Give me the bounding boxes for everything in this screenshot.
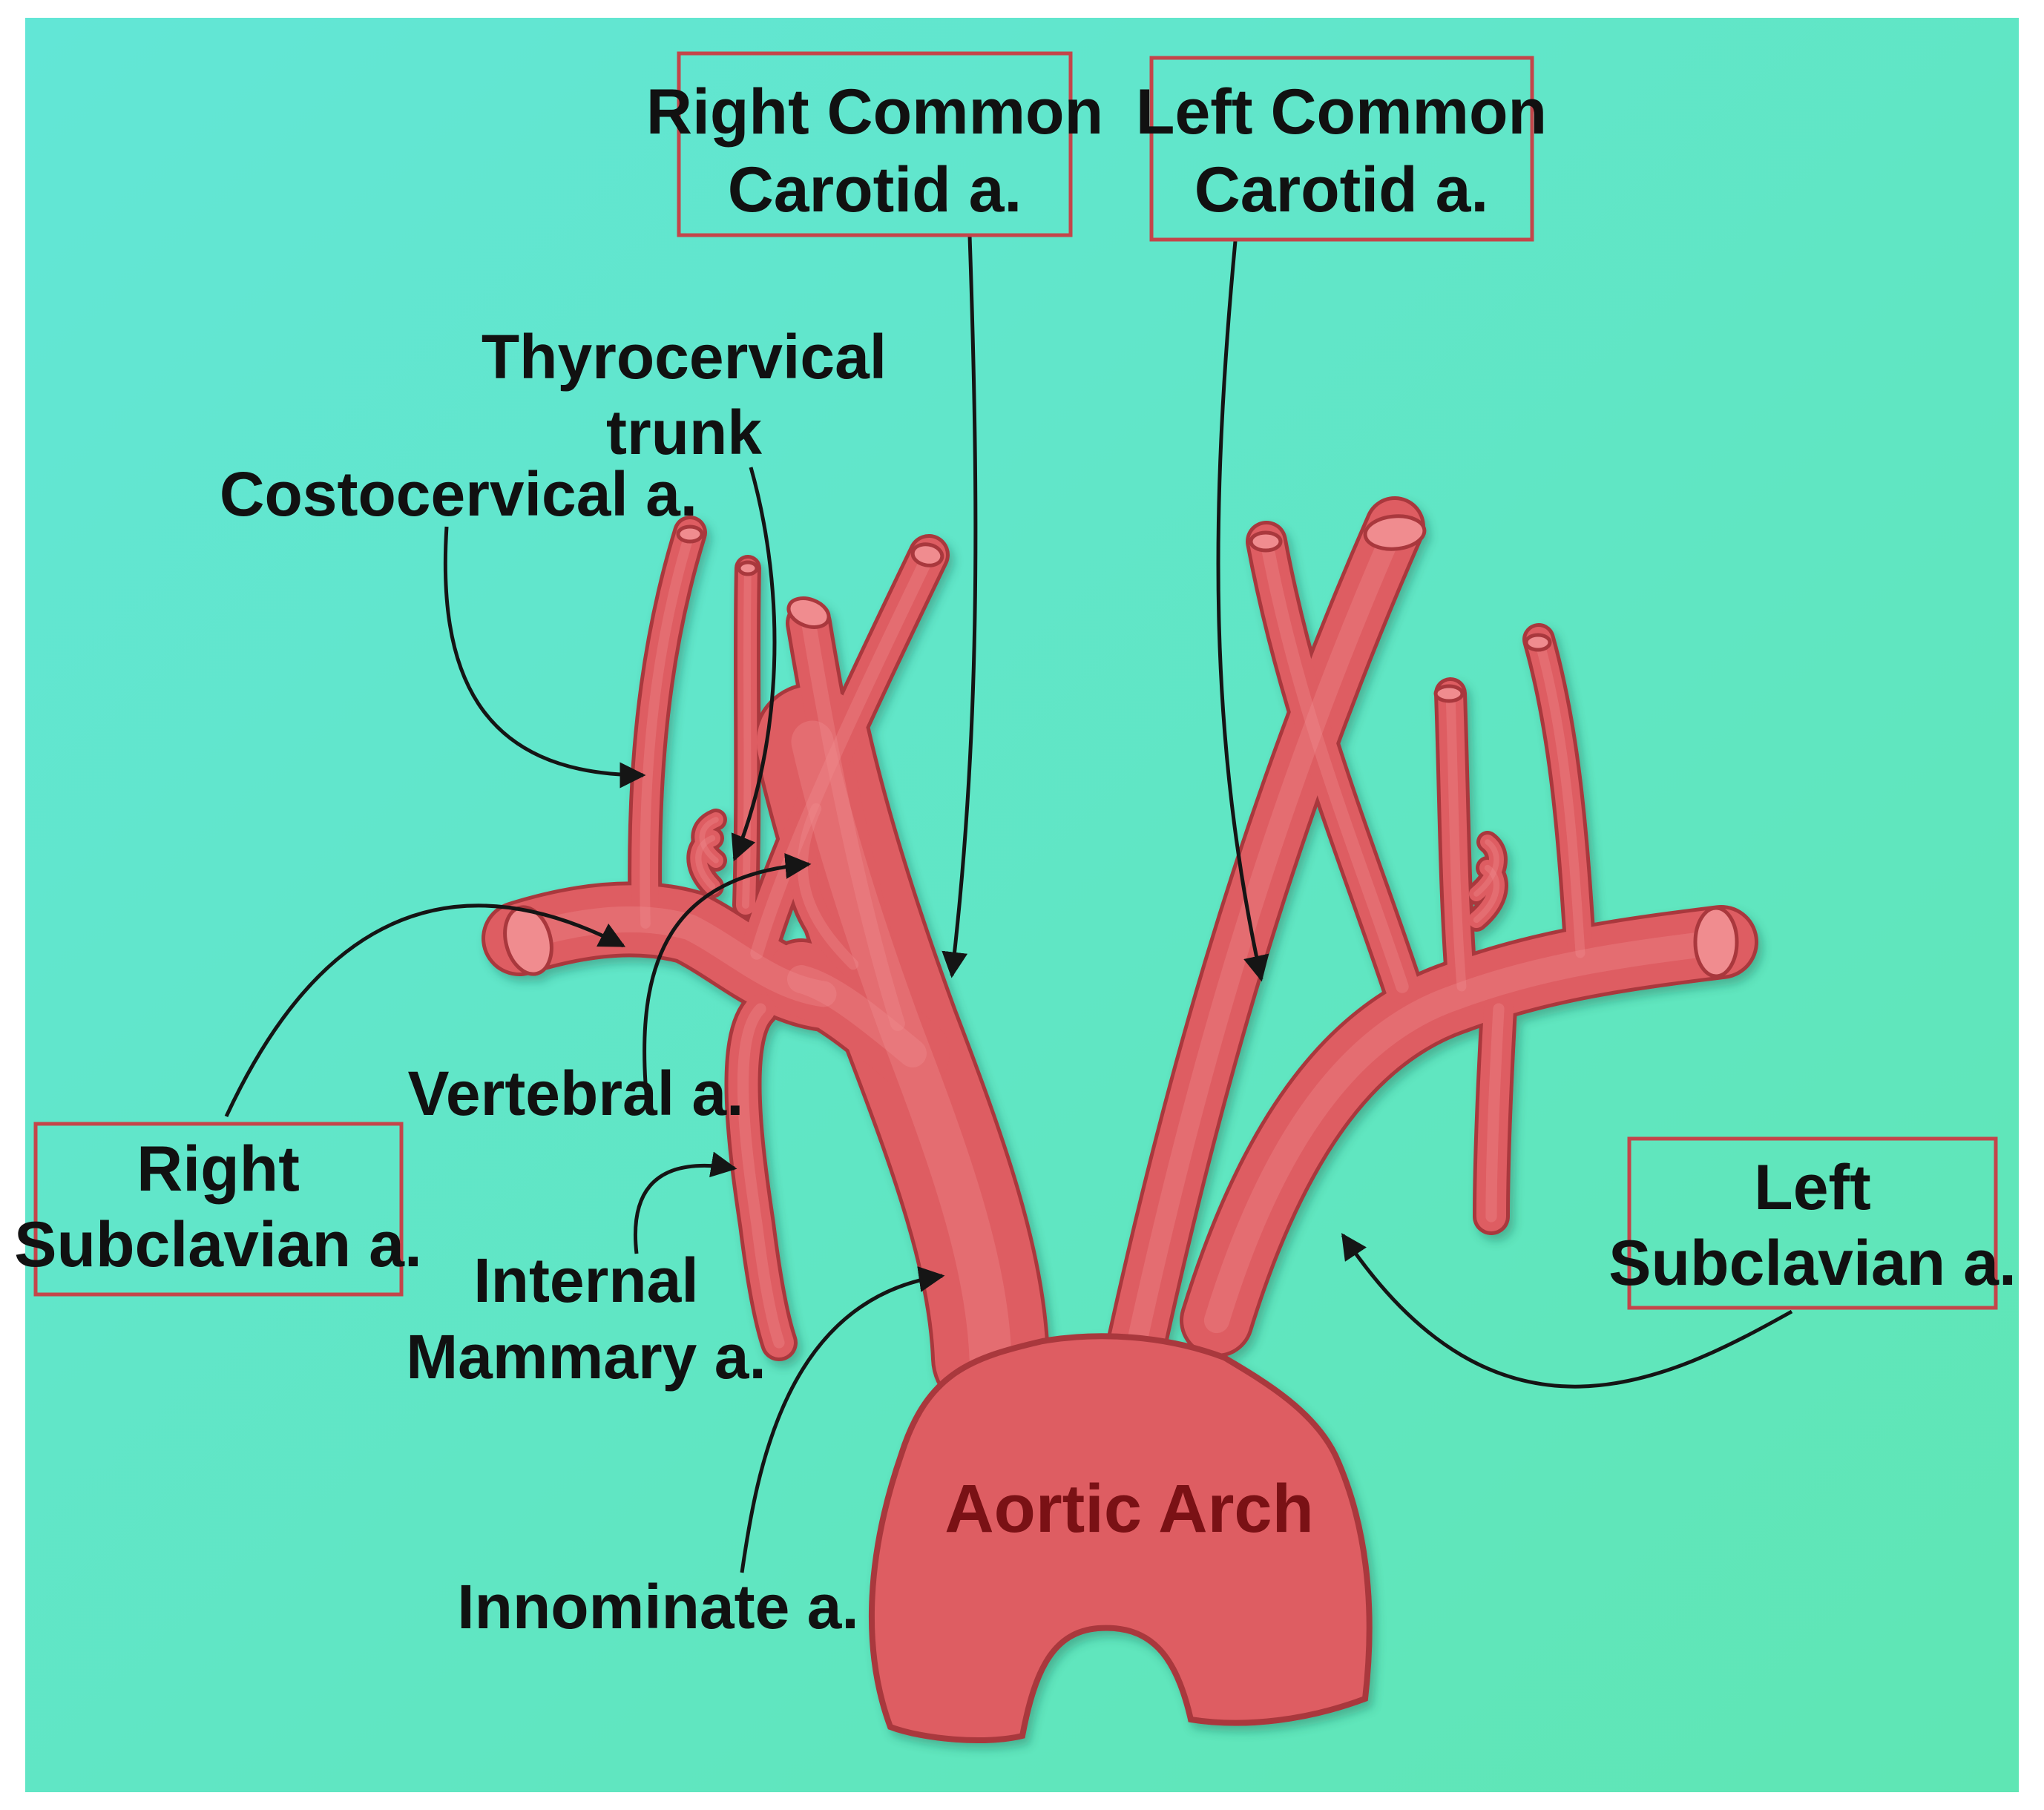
label-boxes [33, 51, 1998, 1310]
right-common-carotid-artery-highlight [801, 616, 905, 1031]
leader-right-subclavian [224, 904, 626, 1118]
right-subclavian-label-line2: Subclavian a. [14, 1209, 422, 1280]
labels: Right Common Carotid a. Left Common Caro… [14, 76, 2017, 1642]
right-thyrocervical-end [737, 560, 759, 576]
artery-outline [482, 496, 1758, 1743]
leader-vertebral [643, 853, 812, 1084]
left-internal-mammary-artery-highlight [1485, 1003, 1505, 1222]
left-subclavian-artery-highlight [1203, 929, 1735, 1334]
left-common-carotid-label-line2: Carotid a. [1194, 154, 1489, 226]
left-common-carotid-box [1149, 56, 1534, 242]
left-costocervical-end [1524, 633, 1552, 652]
left-subclavian-label-line2: Subclavian a. [1608, 1228, 2017, 1299]
right-vertebral-loop-highlight [797, 803, 859, 970]
right-common-carotid-label-line2: Carotid a. [728, 154, 1022, 226]
aortic-arch-body [869, 1333, 1373, 1743]
left-subclavian-box [1627, 1136, 1998, 1310]
leader-costocervical [443, 526, 646, 789]
left-vertebral-end [1249, 530, 1283, 553]
left-common-carotid-artery-highlight [1125, 516, 1405, 1360]
right-common-carotid-end [786, 596, 831, 629]
left-costocervical-artery-highlight [1534, 634, 1585, 958]
right-common-carotid-box [677, 51, 1073, 237]
right-subclavian-box [33, 1122, 404, 1297]
thyrocervical-label-line1: Thyrocervical [482, 322, 887, 392]
leader-left-subclavian [1341, 1233, 1793, 1389]
right-costocervical-end [676, 524, 704, 544]
thyrocervical-label-line2: trunk [606, 398, 762, 467]
right-common-carotid-label-line1: Right Common [646, 76, 1103, 148]
vertebral-label: Vertebral a. [408, 1059, 744, 1128]
leader-thyrocervical [731, 467, 777, 862]
right-vertebral-artery-highlight [750, 548, 936, 960]
left-common-carotid-end [1363, 514, 1427, 551]
right-subclavian-label-line1: Right [137, 1133, 300, 1205]
leader-internal-mammary [633, 1151, 737, 1254]
leader-left-common-carotid [1216, 240, 1269, 982]
leader-right-common-carotid [942, 235, 978, 978]
right-vertebral-end [910, 542, 944, 567]
left-subclavian-label-line1: Left [1754, 1152, 1871, 1223]
leader-lines [224, 235, 1793, 1573]
right-thyrocervical-trunk-highlight [742, 565, 752, 909]
costocervical-label: Costocervical a. [220, 459, 697, 529]
aortic-arch-label: Aortic Arch [944, 1471, 1314, 1547]
internal-mammary-label-line2: Mammary a. [406, 1322, 766, 1392]
right-thyrocervical-branch-1-highlight [695, 835, 716, 890]
right-subclavian-root-highlight [787, 965, 927, 1067]
right-costocervical-artery-highlight [640, 527, 695, 929]
left-thyrocervical-branch-2-highlight [1473, 839, 1499, 897]
internal-mammary-label-line1: Internal [473, 1245, 698, 1315]
left-common-carotid-label-line1: Left Common [1136, 76, 1547, 148]
left-vertebral-artery-highlight [1260, 535, 1409, 993]
leader-innominate [740, 1266, 945, 1573]
innominate-label: Innominate a. [457, 1572, 858, 1642]
left-thyrocervical-end [1433, 684, 1465, 703]
artery-tree [482, 496, 1758, 1743]
left-thyrocervical-artery-highlight [1445, 688, 1467, 992]
left-subclavian-end [1693, 906, 1739, 978]
right-internal-mammary-artery-highlight [737, 1003, 785, 1349]
right-thyrocervical-branch-2-highlight [699, 817, 719, 863]
